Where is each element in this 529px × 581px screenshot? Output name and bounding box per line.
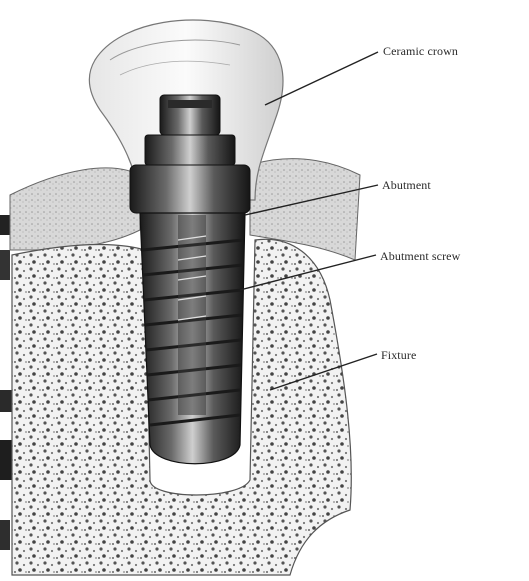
label-abutment: Abutment (382, 178, 431, 193)
abutment-screw (178, 215, 206, 415)
label-ceramic-crown: Ceramic crown (383, 44, 458, 59)
gum-tissue (10, 168, 140, 250)
label-abutment-screw: Abutment screw (380, 249, 460, 264)
label-fixture: Fixture (381, 348, 416, 363)
